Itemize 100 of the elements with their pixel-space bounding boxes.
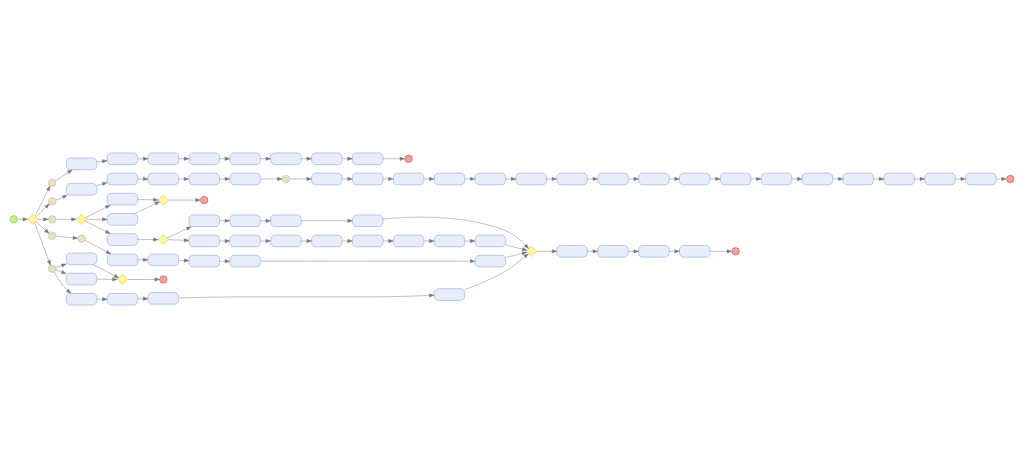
arrow: [54, 271, 72, 294]
arrow: [873, 177, 885, 181]
node-circle: [731, 247, 740, 256]
arrow: [628, 177, 639, 181]
arrow: [137, 257, 149, 262]
node-box: [270, 152, 302, 165]
node-box: [515, 172, 547, 186]
node-box: [106, 213, 138, 226]
arrow: [505, 177, 517, 181]
node-box: [352, 214, 384, 227]
node-box: [66, 157, 98, 171]
node-box: [352, 172, 384, 186]
node-circle: [1006, 174, 1015, 183]
arrow: [382, 177, 394, 181]
arrow: [341, 156, 353, 161]
node-box: [924, 172, 956, 186]
arrow: [219, 156, 230, 161]
arrow: [55, 269, 67, 274]
node-box: [188, 152, 220, 165]
node-box: [106, 233, 138, 246]
arrow: [587, 249, 598, 254]
arrow: [260, 218, 271, 223]
arrow: [996, 177, 1007, 181]
node-box: [270, 214, 302, 227]
arrow: [464, 177, 476, 181]
arrow: [34, 222, 51, 266]
node-diamond: [27, 213, 39, 225]
arrow: [341, 177, 353, 181]
node-box: [556, 245, 588, 258]
node-box: [106, 172, 138, 186]
node-diamond: [157, 234, 169, 245]
arrow: [709, 249, 733, 254]
arrow: [219, 177, 230, 181]
node-box: [229, 255, 261, 268]
node-box: [229, 234, 261, 248]
arrow: [137, 156, 149, 161]
arrow: [382, 239, 394, 243]
arrow: [341, 239, 353, 243]
node-box: [66, 183, 98, 196]
arrow: [628, 249, 639, 254]
arrow: [587, 177, 598, 181]
arrow: [301, 156, 312, 161]
arrow: [55, 195, 68, 201]
node-box: [801, 172, 833, 186]
node-box: [66, 272, 98, 286]
arrow: [219, 259, 230, 264]
arrow: [137, 177, 149, 181]
arrow: [301, 218, 353, 223]
node-box: [474, 234, 506, 248]
node-circle: [77, 234, 86, 243]
node-box: [352, 152, 384, 165]
node-circle: [48, 231, 57, 240]
node-box: [434, 234, 465, 248]
arrow: [127, 277, 160, 282]
arrow: [134, 201, 160, 214]
arrow: [96, 277, 118, 282]
arrow: [38, 217, 49, 222]
arrow: [260, 177, 283, 181]
node-box: [188, 234, 220, 248]
arrow: [178, 258, 190, 263]
node-box: [106, 152, 138, 165]
node-circle: [48, 215, 57, 224]
arrow: [84, 240, 112, 255]
arrow: [17, 217, 28, 222]
arrow: [55, 263, 67, 268]
arrow: [84, 204, 111, 218]
arrow: [168, 238, 190, 243]
arrow: [832, 177, 844, 181]
arrow: [423, 177, 435, 181]
arrow: [178, 293, 435, 299]
arrow: [35, 203, 50, 218]
node-circle: [48, 197, 57, 206]
node-box: [106, 293, 138, 306]
node-box: [188, 214, 220, 227]
arrow: [86, 217, 108, 222]
node-box: [352, 234, 384, 248]
arrow: [505, 251, 528, 258]
node-box: [679, 172, 711, 186]
node-box: [965, 172, 997, 186]
node-box: [393, 172, 425, 186]
arrow: [382, 156, 406, 161]
arrow: [55, 169, 73, 182]
arrow: [35, 221, 50, 234]
arrow: [219, 218, 230, 223]
node-box: [106, 253, 138, 266]
node-box: [679, 245, 711, 258]
arrow: [178, 177, 190, 181]
arrow: [464, 239, 476, 243]
node-box: [393, 234, 425, 248]
arrow: [219, 239, 230, 243]
node-box: [761, 172, 793, 186]
arrow: [546, 177, 558, 181]
node-box: [229, 152, 261, 165]
arrow: [84, 220, 111, 234]
node-circle: [404, 154, 413, 163]
node-box: [434, 288, 465, 301]
arrow: [93, 264, 120, 279]
node-box: [311, 152, 343, 165]
arrow: [423, 239, 435, 243]
arrow: [178, 156, 190, 161]
